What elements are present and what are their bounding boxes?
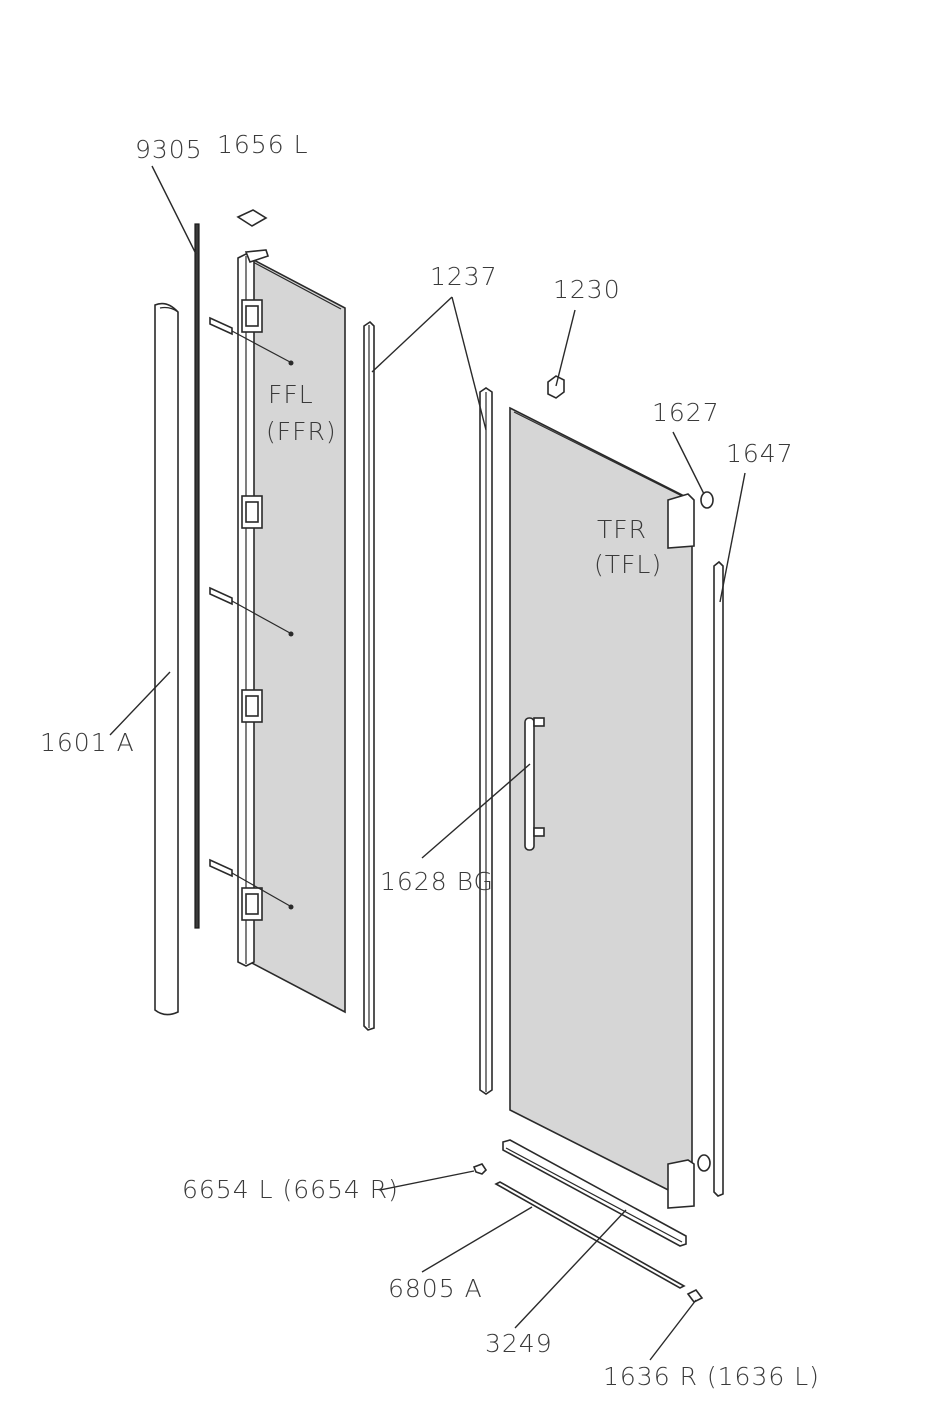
label-ffl: FFL bbox=[268, 380, 314, 409]
label-1636: 1636 R (1636 L) bbox=[603, 1362, 820, 1391]
label-1627: 1627 bbox=[652, 398, 720, 427]
fixed-glass-panel bbox=[250, 258, 345, 1012]
label-3249: 3249 bbox=[485, 1329, 553, 1358]
end-cap-1656 bbox=[238, 210, 266, 226]
label-tfl: (TFL) bbox=[594, 550, 662, 579]
hinge-cap-1627 bbox=[698, 492, 713, 1171]
seal-strip-9305 bbox=[195, 224, 199, 928]
label-1237: 1237 bbox=[430, 262, 498, 291]
wall-profile-1601 bbox=[155, 304, 178, 1015]
gasket-1237-right bbox=[480, 388, 492, 1094]
label-1601: 1601 A bbox=[40, 728, 135, 757]
label-1230: 1230 bbox=[553, 275, 621, 304]
end-cap-6654 bbox=[474, 1164, 486, 1174]
clip-1230 bbox=[548, 376, 564, 398]
label-1656: 1656 L bbox=[217, 130, 309, 159]
profile-1647 bbox=[714, 562, 723, 1196]
label-9305: 9305 bbox=[135, 135, 203, 164]
label-1628: 1628 BG bbox=[380, 867, 494, 896]
label-6805: 6805 A bbox=[388, 1274, 483, 1303]
gasket-1237-left bbox=[364, 322, 374, 1030]
label-ffr: (FFR) bbox=[266, 417, 337, 446]
label-6654: 6654 L (6654 R) bbox=[182, 1175, 399, 1204]
label-1647: 1647 bbox=[726, 439, 794, 468]
label-tfr: TFR bbox=[597, 515, 647, 544]
